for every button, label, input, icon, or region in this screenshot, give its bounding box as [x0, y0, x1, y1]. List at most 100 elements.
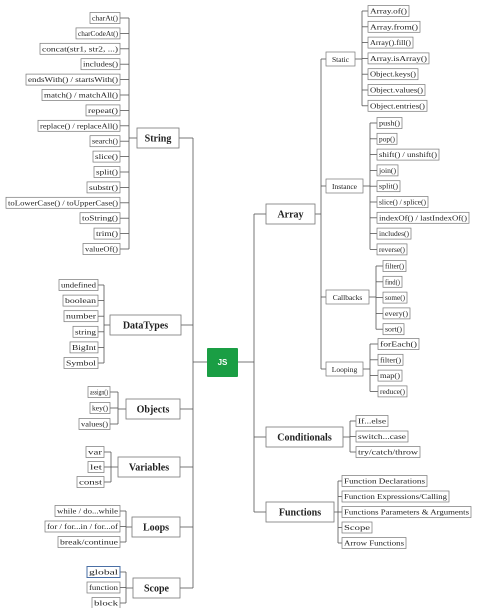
scope-leaf[interactable]: block	[91, 597, 121, 608]
objects-leaf[interactable]: values()	[78, 418, 111, 430]
array-instance-leaf[interactable]: slice() / splice()	[376, 196, 429, 208]
array-static-leaf[interactable]: Array.from()	[367, 20, 421, 33]
branch-variables[interactable]: Variables	[117, 456, 181, 478]
array-looping-leaf[interactable]: forEach()	[377, 338, 420, 350]
functions-leaf[interactable]: Function Expressions/Calling	[341, 490, 450, 503]
string-leaf[interactable]: charAt()	[89, 12, 121, 24]
array-static-leaf[interactable]: Array().fill()	[367, 36, 414, 49]
array-static-leaf[interactable]: Object.keys()	[367, 68, 419, 81]
root-node[interactable]: JS	[207, 348, 238, 377]
array-callbacks-leaf[interactable]: find()	[382, 275, 403, 288]
string-leaf[interactable]: concat(str1, str2, ...)	[39, 42, 121, 55]
loops-leaf[interactable]: while / do...while	[54, 505, 121, 517]
string-leaf[interactable]: replace() / replaceAll()	[37, 119, 121, 132]
branch-array[interactable]: Array	[265, 203, 316, 225]
array-callbacks-leaf[interactable]: filter()	[382, 260, 407, 272]
leaf-label: Symbol	[66, 360, 96, 368]
branch-datatypes[interactable]: DataTypes	[109, 314, 182, 336]
array-looping-leaf[interactable]: map()	[377, 369, 403, 382]
array-static-leaf[interactable]: Object.values()	[367, 84, 426, 96]
array-static-leaf[interactable]: Object.entries()	[367, 99, 428, 112]
subbranch-instance-label: Instance	[332, 182, 358, 191]
branch-conditionals[interactable]: Conditionals	[265, 426, 344, 448]
loops-leaf[interactable]: for / for...in / for...of	[44, 520, 121, 533]
scope-leaf[interactable]: global	[86, 566, 121, 578]
leaf-box	[78, 418, 111, 430]
functions-leaf[interactable]: Arrow Functions	[341, 537, 407, 549]
array-instance-leaf[interactable]: indexOf() / lastIndexOf()	[376, 211, 470, 224]
subbranch-instance[interactable]: Instance	[325, 178, 364, 194]
loops-leaf[interactable]: break/continue	[57, 536, 121, 548]
string-leaf[interactable]: repeat()	[85, 104, 121, 117]
variables-leaf[interactable]: let	[87, 461, 105, 473]
string-leaf[interactable]: trim()	[93, 227, 121, 240]
datatypes-leaf[interactable]: Symbol	[63, 357, 99, 369]
string-leaf[interactable]: split()	[93, 166, 121, 178]
array-instance-leaf[interactable]: shift() / unshift()	[376, 148, 440, 161]
array-instance-leaf[interactable]: reverse()	[376, 243, 408, 256]
string-leaf[interactable]: endsWith() / startsWith()	[25, 73, 121, 86]
array-callbacks-leaf[interactable]: every()	[382, 307, 411, 320]
conditionals-leaf[interactable]: try/catch/throw	[355, 446, 421, 458]
branch-scope[interactable]: Scope	[132, 577, 181, 599]
conditionals-leaf[interactable]: switch...case	[355, 430, 409, 443]
subbranch-looping[interactable]: Looping	[325, 361, 364, 377]
subbranch-static[interactable]: Static	[325, 51, 356, 67]
array-looping-leaf[interactable]: filter()	[377, 353, 404, 366]
array-instance-leaf[interactable]: push()	[376, 117, 403, 129]
string-leaf[interactable]: includes()	[80, 58, 121, 71]
scope-leaf[interactable]: function	[86, 581, 121, 594]
branch-objects[interactable]: Objects	[125, 398, 181, 420]
datatypes-leaf[interactable]: string	[72, 325, 99, 338]
functions-leaf[interactable]: Function Declarations	[341, 475, 428, 487]
leaf-box	[341, 537, 407, 549]
leaf-label: slice()	[95, 153, 119, 161]
string-leaf[interactable]: toString()	[79, 212, 121, 225]
branch-string[interactable]: String	[136, 127, 180, 149]
leaf-label: concat(str1, str2, ...)	[42, 45, 119, 53]
string-leaf[interactable]: toLowerCase() / toUpperCase()	[5, 196, 121, 209]
array-static-leaf[interactable]: Array.isArray()	[367, 52, 430, 65]
leaf-label: values()	[81, 421, 109, 429]
leaf-box	[58, 279, 99, 291]
leaf-box	[355, 430, 409, 443]
variables-leaf[interactable]: var	[85, 446, 105, 458]
array-instance-leaf[interactable]: split()	[376, 180, 401, 193]
array-instance-leaf[interactable]: includes()	[376, 227, 412, 240]
variables-leaf[interactable]: const	[76, 476, 105, 488]
array-looping-leaf[interactable]: reduce()	[377, 385, 408, 398]
leaf-label: function	[89, 584, 119, 592]
objects-leaf[interactable]: key()	[89, 402, 111, 414]
functions-leaf[interactable]: Scope	[341, 521, 373, 534]
string-leaf[interactable]: search()	[89, 135, 121, 148]
array-static-leaf[interactable]: Array.of()	[367, 5, 410, 17]
leaf-box	[76, 476, 105, 488]
leaf-box	[376, 211, 470, 224]
string-leaf[interactable]: match() / matchAll()	[41, 89, 121, 101]
leaf-label: global	[89, 569, 118, 577]
leaf-box	[367, 5, 410, 17]
leaf-box	[37, 119, 121, 132]
branch-loops[interactable]: Loops	[131, 516, 181, 538]
string-leaf[interactable]: substr()	[86, 181, 121, 194]
string-leaf[interactable]: slice()	[92, 150, 121, 163]
leaf-box	[69, 341, 99, 354]
leaf-label: undefined	[61, 282, 97, 290]
datatypes-leaf[interactable]: number	[63, 310, 99, 323]
functions-leaf[interactable]: Functions Parameters & Arguments	[341, 506, 472, 518]
datatypes-leaf[interactable]: undefined	[58, 279, 99, 291]
datatypes-leaf[interactable]: boolean	[62, 294, 99, 307]
array-instance-leaf[interactable]: pop()	[376, 132, 398, 145]
array-callbacks-leaf[interactable]: some()	[382, 291, 408, 304]
objects-leaf[interactable]: assign()	[87, 386, 111, 398]
leaf-box	[87, 386, 111, 398]
string-leaf[interactable]: charCodeAt()	[75, 27, 121, 40]
branch-functions[interactable]: Functions	[265, 501, 335, 523]
conditionals-leaf[interactable]: If...else	[355, 415, 389, 427]
array-callbacks-leaf[interactable]: sort()	[382, 323, 405, 336]
string-leaf[interactable]: valueOf()	[82, 243, 121, 255]
array-instance-leaf[interactable]: join()	[376, 164, 399, 177]
leaf-box	[382, 291, 408, 304]
subbranch-callbacks[interactable]: Callbacks	[325, 289, 370, 305]
datatypes-leaf[interactable]: BigInt	[69, 341, 99, 354]
